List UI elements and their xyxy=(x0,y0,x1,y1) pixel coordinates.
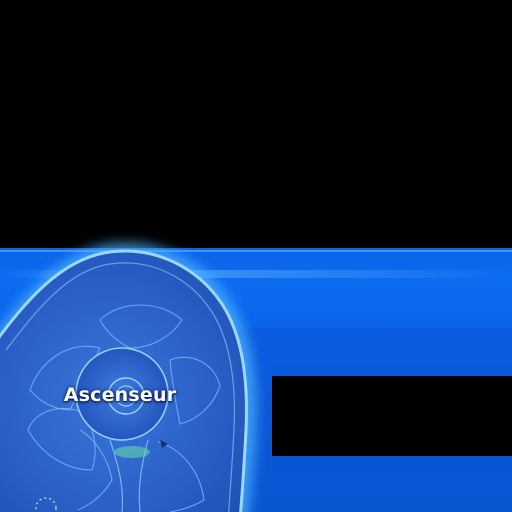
map-room-bottom-right xyxy=(157,441,205,512)
map-dotted-node-icon xyxy=(35,497,57,512)
location-label-elevator[interactable]: Ascenseur xyxy=(63,384,177,406)
elevator-ring-inner xyxy=(115,385,137,407)
elevator-hub[interactable] xyxy=(75,347,169,441)
map-corridor xyxy=(109,439,149,512)
map-marker-icon xyxy=(160,440,168,448)
elevator-ring-icon xyxy=(107,377,145,415)
map-unexplored-area xyxy=(272,376,512,456)
map-room-bottom-left xyxy=(77,429,113,511)
map-band-highlight xyxy=(0,250,512,252)
map-room-top xyxy=(99,304,183,349)
map-room-left-lower xyxy=(27,408,96,471)
map-room-right xyxy=(169,356,221,425)
map-band-shimmer xyxy=(0,270,512,278)
map-save-point-glow xyxy=(114,446,150,458)
map-region-inner-outline xyxy=(5,262,236,512)
